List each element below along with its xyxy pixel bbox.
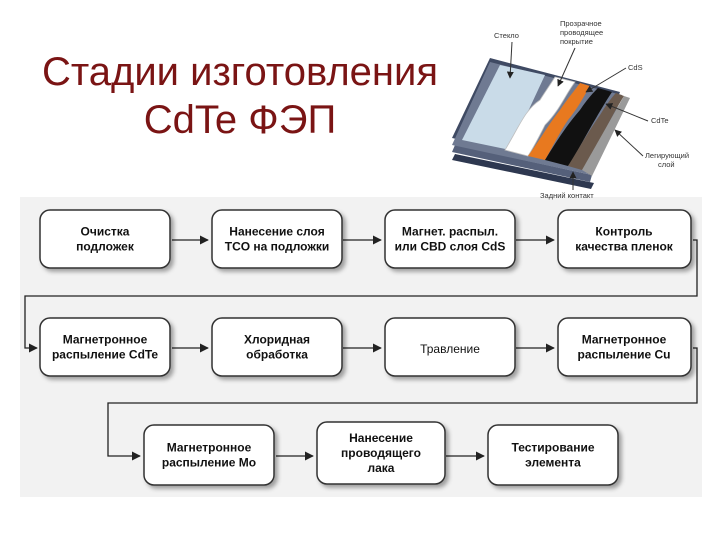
step-label-line: проводящего xyxy=(341,446,421,460)
step-box xyxy=(316,421,446,485)
pointer-cds xyxy=(585,67,627,93)
step-label-line: Хлоридная xyxy=(244,333,310,347)
step-cds-deposition: Магнет. распыл.или CBD слоя CdS xyxy=(384,209,516,269)
pointer-tco xyxy=(557,47,576,87)
step-label-line: Нанесение слоя xyxy=(229,225,324,239)
step-label-line: Нанесение xyxy=(349,431,413,445)
label-doped-1: Легирующий xyxy=(645,151,689,160)
cell-structure-illustration: Стекло Прозрачное проводящее покрытие Cd… xyxy=(452,19,689,200)
label-tco-3: покрытие xyxy=(560,37,593,46)
step-label-line: Контроль xyxy=(595,225,652,239)
step-label-line: распыление Mo xyxy=(162,456,256,470)
cds-layer xyxy=(528,83,590,160)
label-cds: CdS xyxy=(628,63,643,72)
step-label-line: Тестирование xyxy=(511,441,594,455)
pointer-doped xyxy=(614,129,644,157)
step-box xyxy=(39,317,171,377)
step-label-line: Очистка xyxy=(81,225,130,239)
title-line-2: CdTe ФЭП xyxy=(143,98,337,142)
wrap-arrow-row1-row2 xyxy=(24,239,698,353)
step-box xyxy=(557,317,692,377)
step-box xyxy=(487,424,619,486)
substrate-edge-1 xyxy=(452,145,592,182)
step-label-line: Магнетронное xyxy=(167,441,252,455)
label-tco-1: Прозрачное xyxy=(560,19,602,28)
step-label-line: TCO на подложки xyxy=(225,240,329,254)
step-box xyxy=(557,209,692,269)
step-label-line: распыление CdTe xyxy=(52,348,158,362)
step-label-line: Магнетронное xyxy=(582,333,667,347)
step-box xyxy=(143,424,275,486)
step-label-line: Магнет. распыл. xyxy=(402,225,498,239)
step-label-line: Магнетронное xyxy=(63,333,148,347)
step-box xyxy=(39,209,171,269)
substrate-edge-2 xyxy=(452,154,594,189)
slide-title: Стадии изготовления CdTe ФЭП xyxy=(30,48,450,144)
step-label-line: подложек xyxy=(76,240,135,254)
step-box xyxy=(211,209,343,269)
pointer-glass xyxy=(506,41,514,79)
label-back-contact: Задний контакт xyxy=(540,191,594,200)
label-doped-2: слой xyxy=(658,160,675,169)
glass-layer xyxy=(462,65,545,150)
flow-connectors xyxy=(24,235,698,461)
step-label-etching: Травление xyxy=(420,342,480,356)
step-label-line: элемента xyxy=(525,456,581,470)
label-cdte: CdTe xyxy=(651,116,669,125)
step-label-line: Травление xyxy=(420,342,480,356)
label-tco-2: проводящее xyxy=(560,28,603,37)
step-label-line: или CBD слоя CdS xyxy=(395,240,506,254)
step-label-line: распыление Cu xyxy=(578,348,671,362)
title-line-1: Стадии изготовления xyxy=(41,50,439,94)
step-box xyxy=(211,317,343,377)
step-label-cds-deposition: Магнет. распыл.или CBD слоя CdS xyxy=(395,225,506,254)
doped-layer xyxy=(568,93,624,170)
step-box xyxy=(384,317,516,377)
pointer-cdte xyxy=(605,103,649,122)
cdte-layer xyxy=(545,88,612,166)
step-label-line: обработка xyxy=(246,348,308,362)
wrap-arrow-row2-row3 xyxy=(107,347,698,461)
label-glass: Стекло xyxy=(494,31,519,40)
step-label-line: качества пленок xyxy=(575,240,674,254)
step-etching: Травление xyxy=(384,317,516,377)
back-contact-layer xyxy=(582,96,630,176)
step-label-line: лака xyxy=(368,461,395,475)
step-box xyxy=(384,209,516,269)
tco-layer xyxy=(504,76,576,157)
